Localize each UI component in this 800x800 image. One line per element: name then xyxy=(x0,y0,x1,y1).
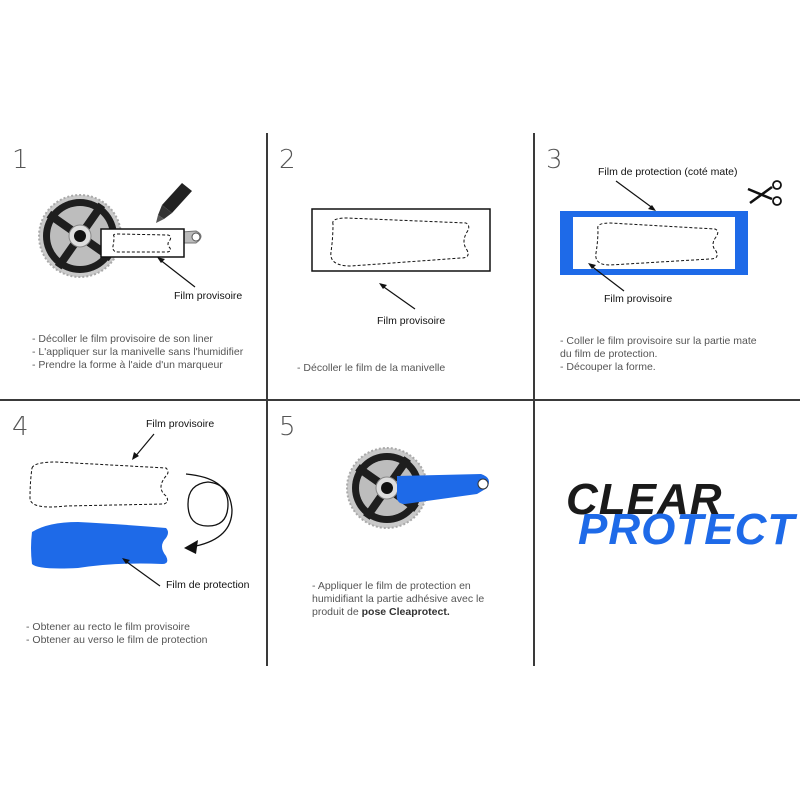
step-number: 4 xyxy=(12,412,29,442)
logo-clear-text: CLEAR xyxy=(566,475,723,524)
step-4-panel: 4 Film provisoire Film de protection - O… xyxy=(0,400,266,666)
pointer-arrow xyxy=(615,180,656,211)
film-label: Film provisoire xyxy=(174,290,243,302)
instruction-line: - Coller le film provisoire sur la parti… xyxy=(560,335,757,347)
instruction-line: - Décoller le film de la manivelle xyxy=(297,362,446,374)
instruction-line: - Prendre la forme à l'aide d'un marqueu… xyxy=(32,359,223,371)
step-instructions: - Appliquer le film de protection en hum… xyxy=(312,580,484,619)
instruction-grid: 1 Film provisoire xyxy=(0,133,800,666)
instruction-line: produit de pose Cleaprotect. xyxy=(312,606,484,619)
instruction-line: - Découper la forme. xyxy=(560,361,656,373)
pointer-arrow xyxy=(588,263,625,292)
step-1-panel: 1 Film provisoire xyxy=(0,133,266,399)
clearprotect-logo: CLEAR PROTECT xyxy=(566,478,796,568)
instruction-line: - L'appliquer sur la manivelle sans l'hu… xyxy=(32,346,244,358)
film-label: Film provisoire xyxy=(377,315,446,327)
step-number: 1 xyxy=(12,145,29,175)
step-number: 2 xyxy=(279,145,296,175)
instruction-line: - Obtener au verso le film de protection xyxy=(26,634,208,646)
protection-film-label: Film de protection (coté mate) xyxy=(598,166,738,178)
brand-panel: CLEAR PROTECT xyxy=(534,400,800,666)
instruction-line: du film de protection. xyxy=(560,348,658,360)
step-instructions: - Décoller le film de la manivelle xyxy=(297,362,445,375)
pointer-arrow xyxy=(157,257,196,288)
pointer-arrow xyxy=(132,433,155,460)
instruction-line: humidifiant la partie adhésive avec le xyxy=(312,593,485,605)
logo-protect-text: PROTECT xyxy=(578,505,796,554)
film-label: Film provisoire xyxy=(604,293,673,305)
protection-film-label: Film de protection xyxy=(166,579,250,591)
step-number: 3 xyxy=(546,145,563,175)
step-instructions: - Obtener au recto le film provisoire - … xyxy=(26,621,208,647)
film-rectangle xyxy=(311,208,491,272)
instruction-line: - Obtener au recto le film provisoire xyxy=(26,621,190,633)
pointer-arrow xyxy=(379,283,416,310)
instruction-line: - Décoller le film provisoire de son lin… xyxy=(32,333,213,345)
step-number: 5 xyxy=(279,412,296,442)
scissors-icon xyxy=(747,180,782,206)
film-rectangle xyxy=(100,228,185,258)
marker-icon xyxy=(156,183,192,223)
pointer-arrow xyxy=(122,558,161,587)
step-instructions: - Coller le film provisoire sur la parti… xyxy=(560,335,757,374)
instruction-text: produit de xyxy=(312,606,362,618)
step-2-panel: 2 Film provisoire - Décoller le film de … xyxy=(267,133,533,399)
step-3-panel: 3 Film de protection (coté mate) Film pr… xyxy=(534,133,800,399)
step-instructions: - Décoller le film provisoire de son lin… xyxy=(32,333,243,372)
protection-film-shape xyxy=(31,522,168,569)
flip-arrow-icon xyxy=(184,473,233,554)
crankset-icon xyxy=(346,447,489,529)
product-name: pose Cleaprotect. xyxy=(361,606,450,618)
film-label: Film provisoire xyxy=(146,418,215,430)
step-5-panel: 5 - Appliquer le film de protection en h… xyxy=(267,400,533,666)
dashed-film-shape xyxy=(29,461,169,508)
grid-divider-horizontal xyxy=(0,399,800,401)
instruction-line: - Appliquer le film de protection en xyxy=(312,580,471,592)
